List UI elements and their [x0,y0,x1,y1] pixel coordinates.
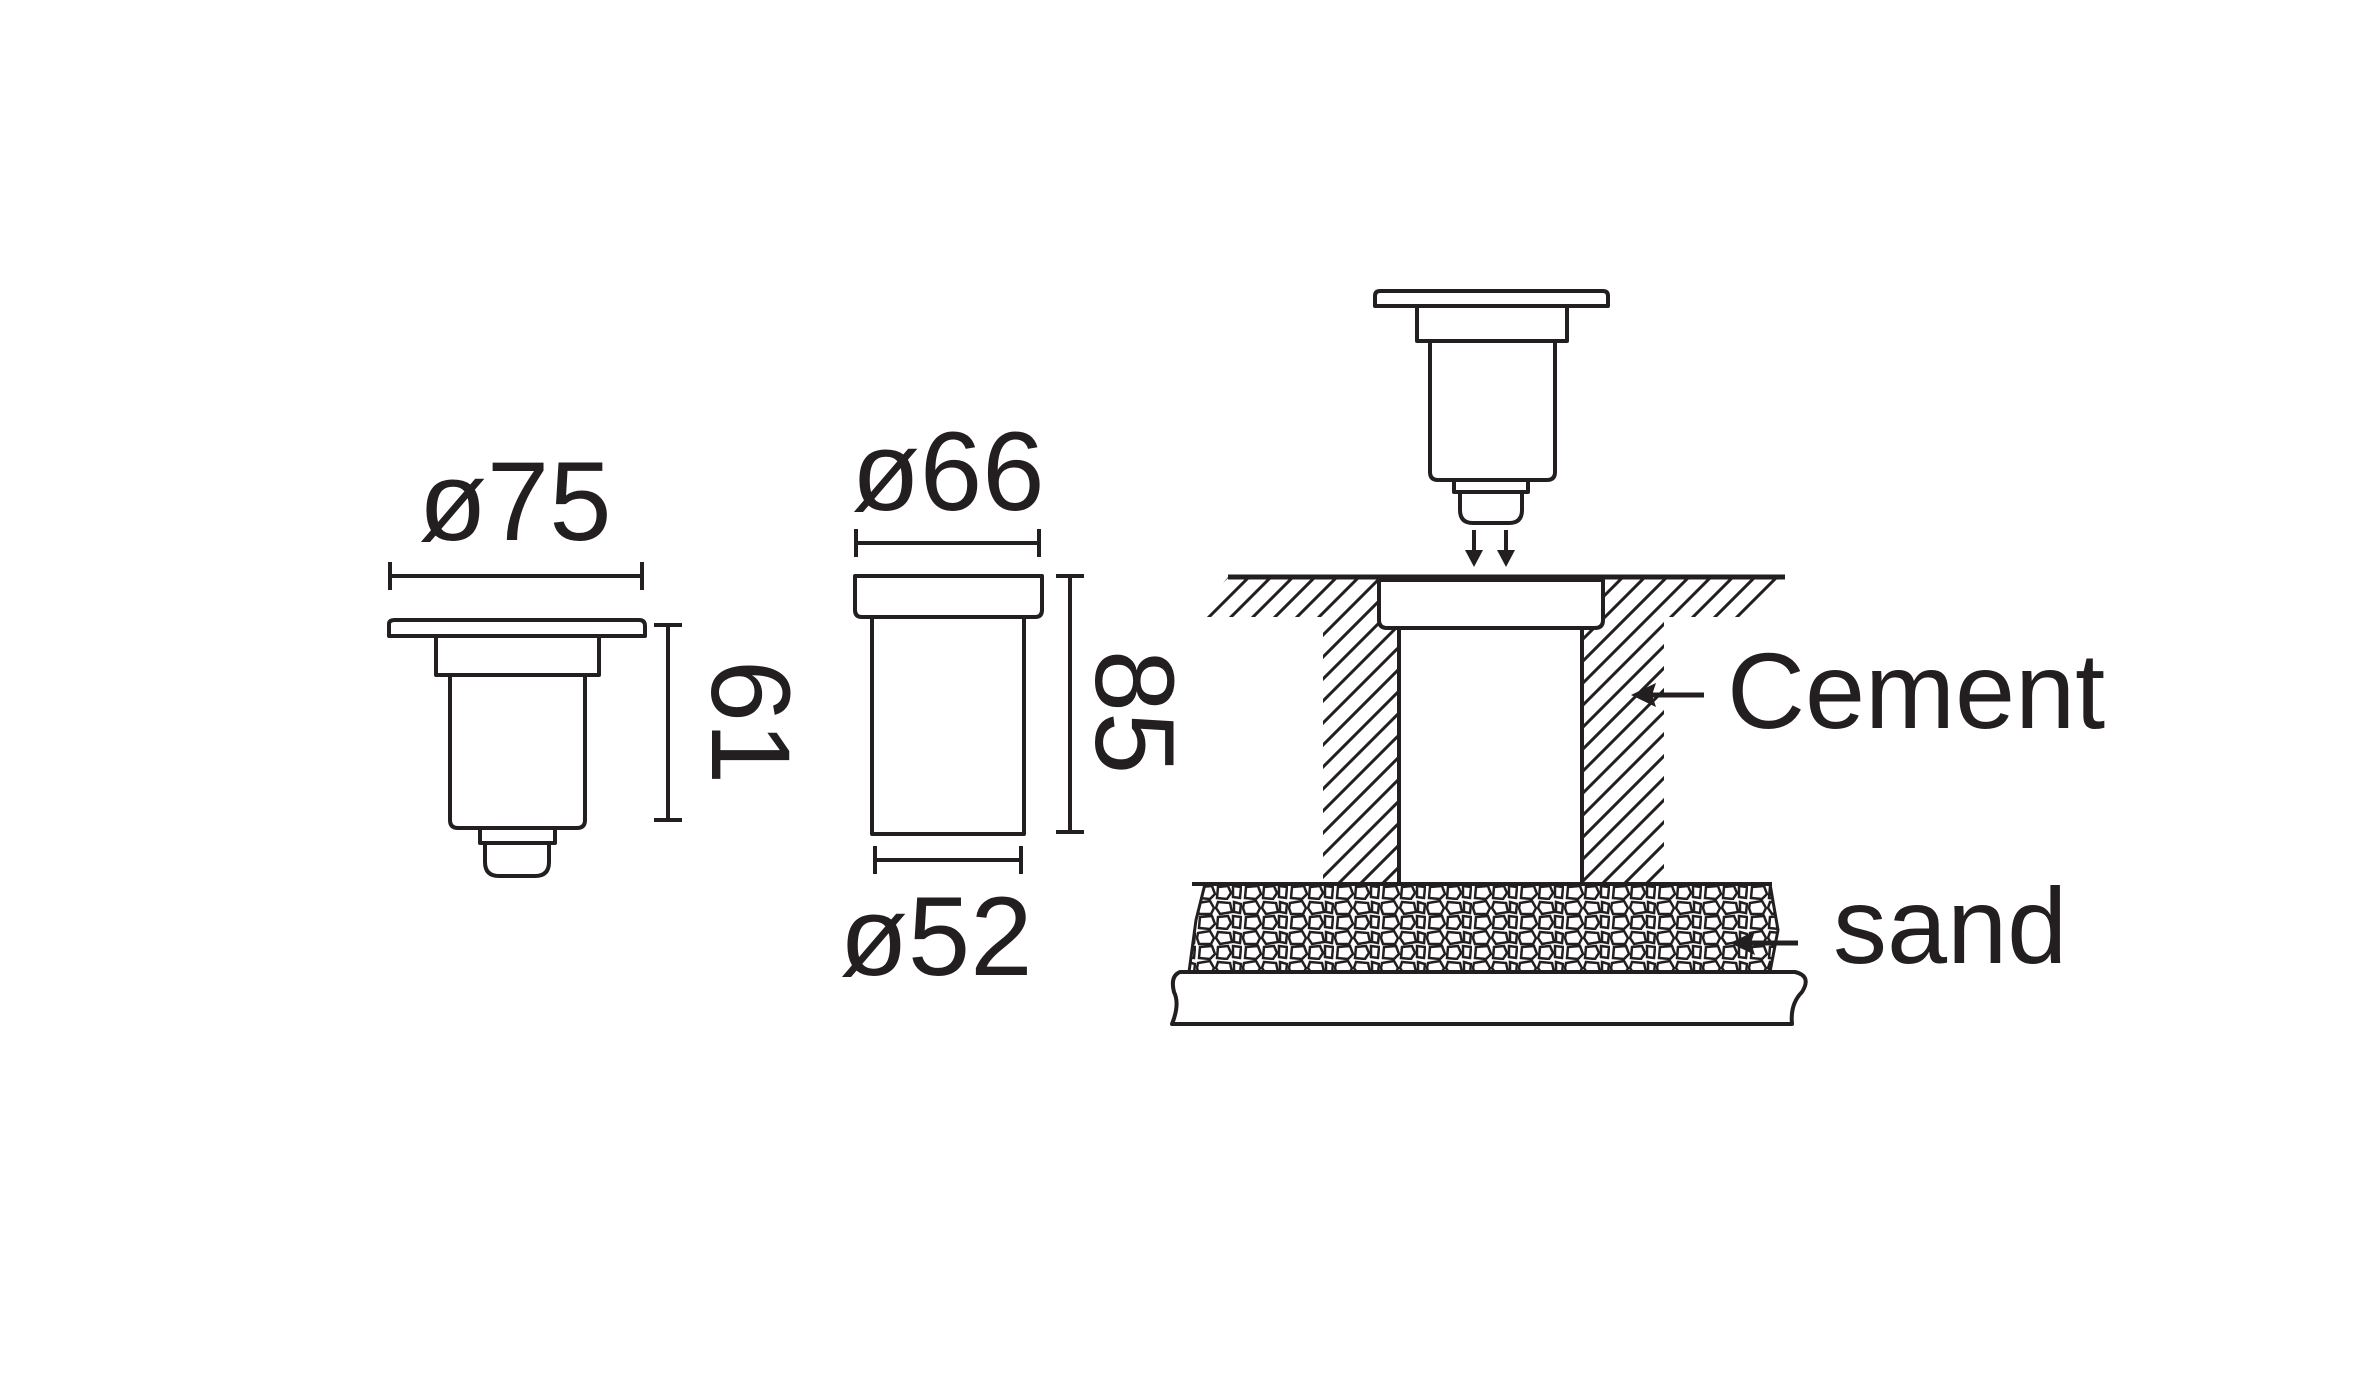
top-diameter-label: ø66 [852,409,1045,534]
down-arrows-icon [1465,530,1515,567]
sand-layer [1187,882,1780,974]
fixture-above [1373,289,1610,525]
height-dimension: 61 [654,623,813,822]
sand-callout: sand [1730,865,2067,986]
top-diameter-dimension: ø66 [852,409,1045,557]
width-label: ø75 [419,439,612,564]
installation-section: Cement sand [1170,289,2105,1026]
cement-callout: Cement [1631,630,2105,751]
ground-hatch [1196,574,1785,617]
mounting-sleeve: ø66 ø52 85 [840,409,1198,999]
fixture-side-view: ø75 61 [387,439,813,878]
bottom-diameter-dimension: ø52 [840,846,1033,999]
sleeve-height-dimension: 85 [1056,574,1197,834]
base-slab [1170,970,1808,1026]
sand-label: sand [1833,865,2067,986]
sleeve-height-label: 85 [1072,650,1197,775]
bottom-diameter-label: ø52 [840,874,1033,999]
height-label: 61 [688,660,813,785]
width-dimension: ø75 [388,439,644,590]
cement-walls [1323,617,1664,884]
cement-label: Cement [1727,630,2105,751]
